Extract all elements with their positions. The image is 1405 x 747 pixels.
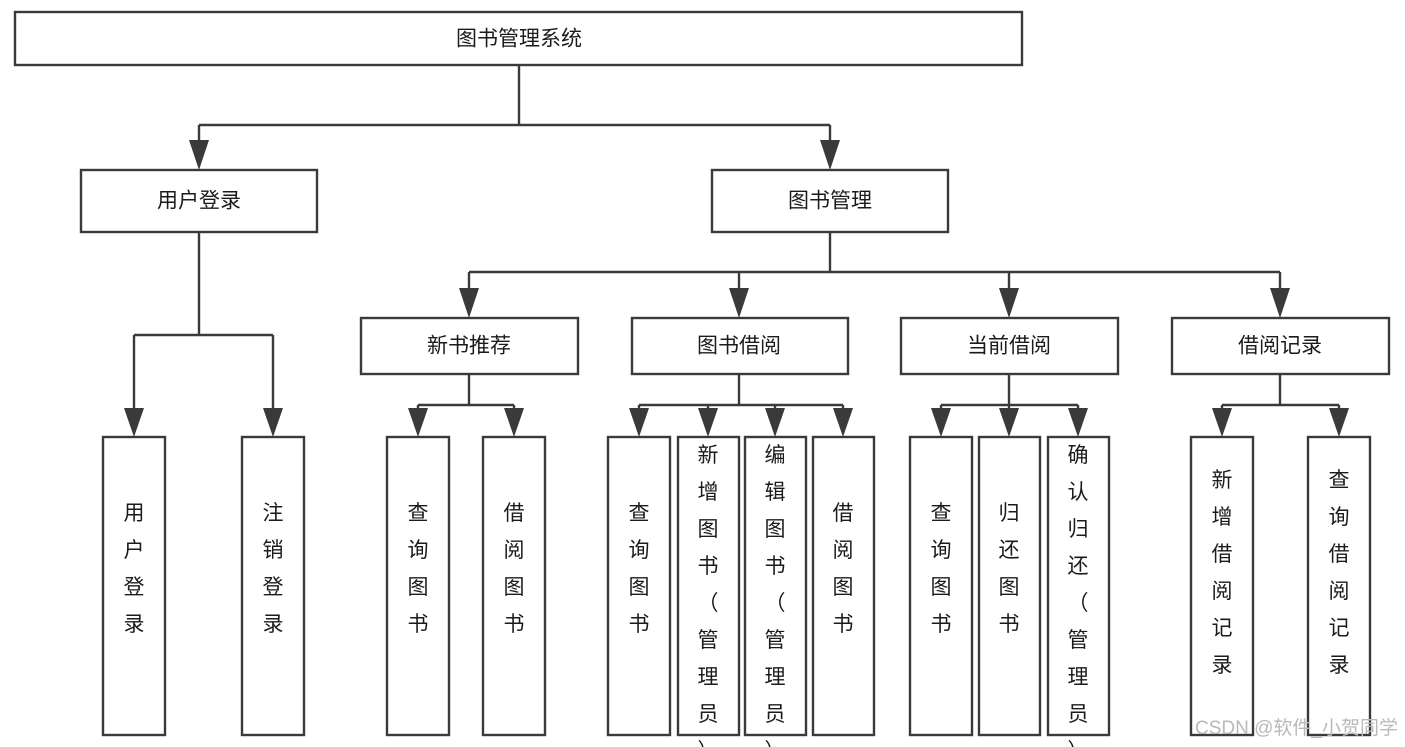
arrow-l3-2 bbox=[999, 288, 1019, 318]
node-root[interactable]: 图书管理系统 bbox=[13, 10, 1024, 67]
node-root-box[interactable] bbox=[13, 10, 1024, 67]
leaf-box[interactable] bbox=[606, 435, 672, 737]
arrow-leaf-br-1 bbox=[1329, 408, 1349, 437]
node-borrow-record-box[interactable] bbox=[1170, 316, 1391, 376]
leaf-box[interactable] bbox=[1046, 435, 1111, 737]
node-new-book-recommend-label: 新书推荐 bbox=[427, 335, 511, 358]
arrow-leaf-bb-2 bbox=[765, 408, 785, 437]
node-borrow-record-label: 借阅记录 bbox=[1238, 335, 1322, 358]
leaf-label: 新增借阅记录 bbox=[1212, 469, 1233, 677]
node-user-login[interactable]: 用户登录 bbox=[79, 168, 319, 234]
leaf-node[interactable]: 查询图书 bbox=[606, 435, 672, 737]
leaf-label: 查询图书 bbox=[931, 502, 952, 636]
leaf-box[interactable] bbox=[385, 435, 451, 737]
node-current-borrow[interactable]: 当前借阅 bbox=[899, 316, 1120, 376]
node-new-book-recommend-box[interactable] bbox=[359, 316, 580, 376]
leaf-label: 编辑图书（管理员） bbox=[765, 444, 786, 747]
arrow-leaf-br-0 bbox=[1212, 408, 1232, 437]
node-user-login-box[interactable] bbox=[79, 168, 319, 234]
node-book-borrow-label: 图书借阅 bbox=[697, 335, 781, 358]
leaf-node[interactable]: 查询图书 bbox=[385, 435, 451, 737]
leaf-node[interactable]: 借阅图书 bbox=[481, 435, 547, 737]
arrow-leaf-nb-1 bbox=[504, 408, 524, 437]
leaf-node[interactable]: 编辑图书（管理员） bbox=[743, 435, 808, 747]
leaf-node[interactable]: 确认归还（管理员） bbox=[1046, 435, 1111, 747]
leaf-box[interactable] bbox=[1306, 435, 1372, 737]
arrow-leaf-nb-0 bbox=[408, 408, 428, 437]
leaf-box[interactable] bbox=[908, 435, 974, 737]
node-current-borrow-label: 当前借阅 bbox=[967, 335, 1051, 358]
leaf-node[interactable]: 查询图书 bbox=[908, 435, 974, 737]
leaf-label: 新增图书（管理员） bbox=[698, 444, 719, 747]
leaf-box[interactable] bbox=[101, 435, 167, 737]
leaf-box[interactable] bbox=[977, 435, 1042, 737]
arrow-leaf-cb-1 bbox=[999, 408, 1019, 437]
leaf-node[interactable]: 新增图书（管理员） bbox=[676, 435, 741, 747]
node-borrow-record[interactable]: 借阅记录 bbox=[1170, 316, 1391, 376]
leaf-box[interactable] bbox=[240, 435, 306, 737]
leaf-label: 查询图书 bbox=[629, 502, 650, 636]
leaf-label: 查询图书 bbox=[408, 502, 429, 636]
leaf-label: 注销登录 bbox=[263, 502, 284, 636]
leaf-node[interactable]: 归还图书 bbox=[977, 435, 1042, 737]
node-book-management-box[interactable] bbox=[710, 168, 950, 234]
leaf-box[interactable] bbox=[676, 435, 741, 737]
arrow-leaf-bb-0 bbox=[629, 408, 649, 437]
leaf-node[interactable]: 借阅图书 bbox=[811, 435, 876, 737]
leaf-box[interactable] bbox=[481, 435, 547, 737]
leaf-node[interactable]: 用户登录 bbox=[101, 435, 167, 737]
node-book-borrow[interactable]: 图书借阅 bbox=[630, 316, 850, 376]
leaf-label: 确认归还（管理员） bbox=[1068, 444, 1089, 747]
leaf-label: 归还图书 bbox=[999, 502, 1020, 636]
node-book-borrow-box[interactable] bbox=[630, 316, 850, 376]
leaf-box[interactable] bbox=[743, 435, 808, 737]
arrow-book-mgmt bbox=[820, 140, 840, 170]
leaf-label: 查询借阅记录 bbox=[1329, 469, 1350, 677]
arrow-l3-3 bbox=[1270, 288, 1290, 318]
arrow-l3-0 bbox=[459, 288, 479, 318]
node-new-book-recommend[interactable]: 新书推荐 bbox=[359, 316, 580, 376]
connectors bbox=[124, 65, 1349, 437]
leaf-node[interactable]: 新增借阅记录 bbox=[1189, 435, 1255, 737]
leaf-label: 用户登录 bbox=[124, 502, 145, 636]
leaf-node[interactable]: 查询借阅记录 bbox=[1306, 435, 1372, 737]
leaf-label: 借阅图书 bbox=[504, 502, 525, 636]
node-user-login-label: 用户登录 bbox=[157, 190, 241, 213]
watermark-text: CSDN @软件_小贺同学 bbox=[1195, 717, 1398, 739]
arrow-leaf-cb-2 bbox=[1068, 408, 1088, 437]
arrow-leaf-bb-1 bbox=[698, 408, 718, 437]
arrow-leaf-bb-3 bbox=[833, 408, 853, 437]
node-book-management[interactable]: 图书管理 bbox=[710, 168, 950, 234]
leaf-node[interactable]: 注销登录 bbox=[240, 435, 306, 737]
leaf-label: 借阅图书 bbox=[833, 502, 854, 636]
leaf-box[interactable] bbox=[811, 435, 876, 737]
arrow-l3-1 bbox=[729, 288, 749, 318]
leaf-box[interactable] bbox=[1189, 435, 1255, 737]
node-book-management-label: 图书管理 bbox=[788, 190, 872, 213]
node-root-label: 图书管理系统 bbox=[456, 28, 582, 51]
node-current-borrow-box[interactable] bbox=[899, 316, 1120, 376]
arrow-leaf-cb-0 bbox=[931, 408, 951, 437]
arrow-leaf-ul-1 bbox=[263, 408, 283, 437]
arrow-user-login bbox=[189, 140, 209, 170]
arrow-leaf-ul-0 bbox=[124, 408, 144, 437]
